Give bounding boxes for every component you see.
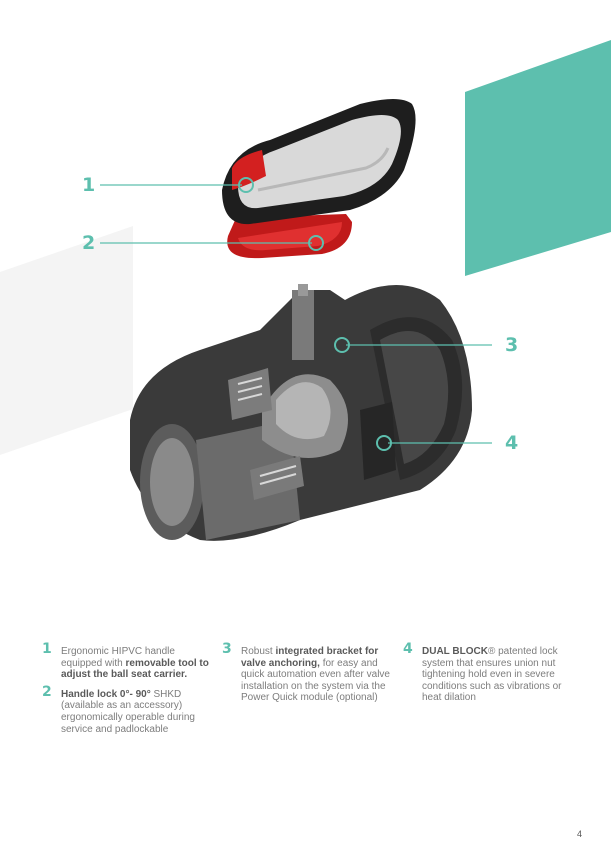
feature-item-1: 1 Ergonomic HIPVC handle equipped with r… bbox=[42, 641, 210, 681]
callout-markers bbox=[238, 177, 392, 451]
feature-item-3: 3 Robust integrated bracket for valve an… bbox=[222, 641, 390, 704]
callout-number-4: 4 bbox=[505, 432, 519, 454]
callout-number-1: 1 bbox=[82, 174, 96, 196]
page-number: 4 bbox=[577, 829, 583, 839]
feature-column-1: 1 Ergonomic HIPVC handle equipped with r… bbox=[42, 641, 210, 743]
marker-4 bbox=[376, 435, 392, 451]
grey-panel bbox=[0, 226, 133, 455]
feature-number: 4 bbox=[403, 641, 413, 657]
feature-number: 2 bbox=[42, 683, 52, 700]
marker-3 bbox=[334, 337, 350, 353]
feature-text: DUAL BLOCK® patented lock system that en… bbox=[422, 646, 562, 704]
feature-number: 3 bbox=[222, 641, 232, 657]
feature-item-2: 2 Handle lock 0°- 90° SHKD (available as… bbox=[42, 683, 210, 735]
feature-item-4: 4 DUAL BLOCK® patented lock system that … bbox=[403, 641, 575, 704]
feature-text: Handle lock 0°- 90° SHKD (available as a… bbox=[61, 688, 195, 735]
feature-column-3: 4 DUAL BLOCK® patented lock system that … bbox=[403, 641, 575, 712]
teal-block bbox=[465, 40, 611, 276]
callout-leaders bbox=[100, 184, 492, 444]
callout-number-2: 2 bbox=[82, 232, 96, 254]
valve-body bbox=[130, 284, 472, 541]
feature-text: Ergonomic HIPVC handle equipped with rem… bbox=[61, 646, 209, 681]
marker-1 bbox=[238, 177, 254, 193]
feature-text: Robust integrated bracket for valve anch… bbox=[241, 646, 390, 704]
marker-2 bbox=[308, 235, 324, 251]
feature-number: 1 bbox=[42, 641, 52, 657]
valve-handle bbox=[222, 99, 416, 259]
feature-column-2: 3 Robust integrated bracket for valve an… bbox=[222, 641, 390, 712]
callout-number-3: 3 bbox=[505, 334, 519, 356]
